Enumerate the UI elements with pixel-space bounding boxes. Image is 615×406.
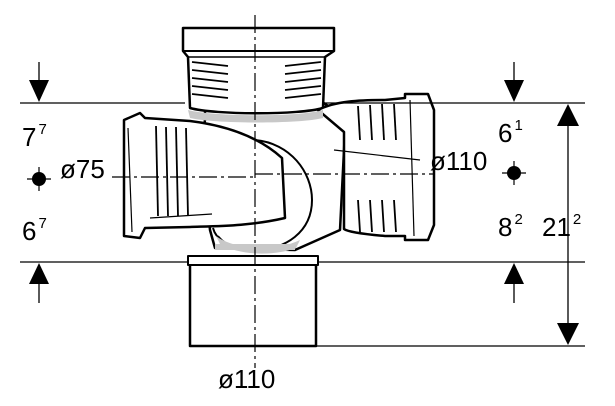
left-socket [122, 111, 287, 240]
top-socket [181, 26, 336, 115]
arrow-left-top [29, 80, 49, 102]
top-socket-ribs [191, 61, 322, 99]
left-socket-ribs [127, 125, 213, 233]
center-lines [112, 15, 435, 368]
arrow-left-bottom [29, 263, 49, 284]
label-dia-left: ø75 [60, 154, 105, 184]
dimension-arrows [29, 80, 579, 345]
right-socket-ribs [333, 99, 421, 237]
bottom-spigot [188, 260, 318, 348]
arrow-total-top [557, 104, 579, 126]
label-dia-right: ø110 [430, 146, 487, 176]
arrow-total-bottom [557, 323, 579, 345]
label-dia-bottom: ø110 [218, 364, 275, 394]
dimension-lines [20, 62, 585, 347]
fitting-body [122, 26, 436, 348]
arrow-right-bottom [504, 263, 524, 284]
arrow-right-top [504, 80, 524, 102]
right-socket [316, 92, 436, 242]
bottom-spigot-bead [187, 255, 319, 266]
